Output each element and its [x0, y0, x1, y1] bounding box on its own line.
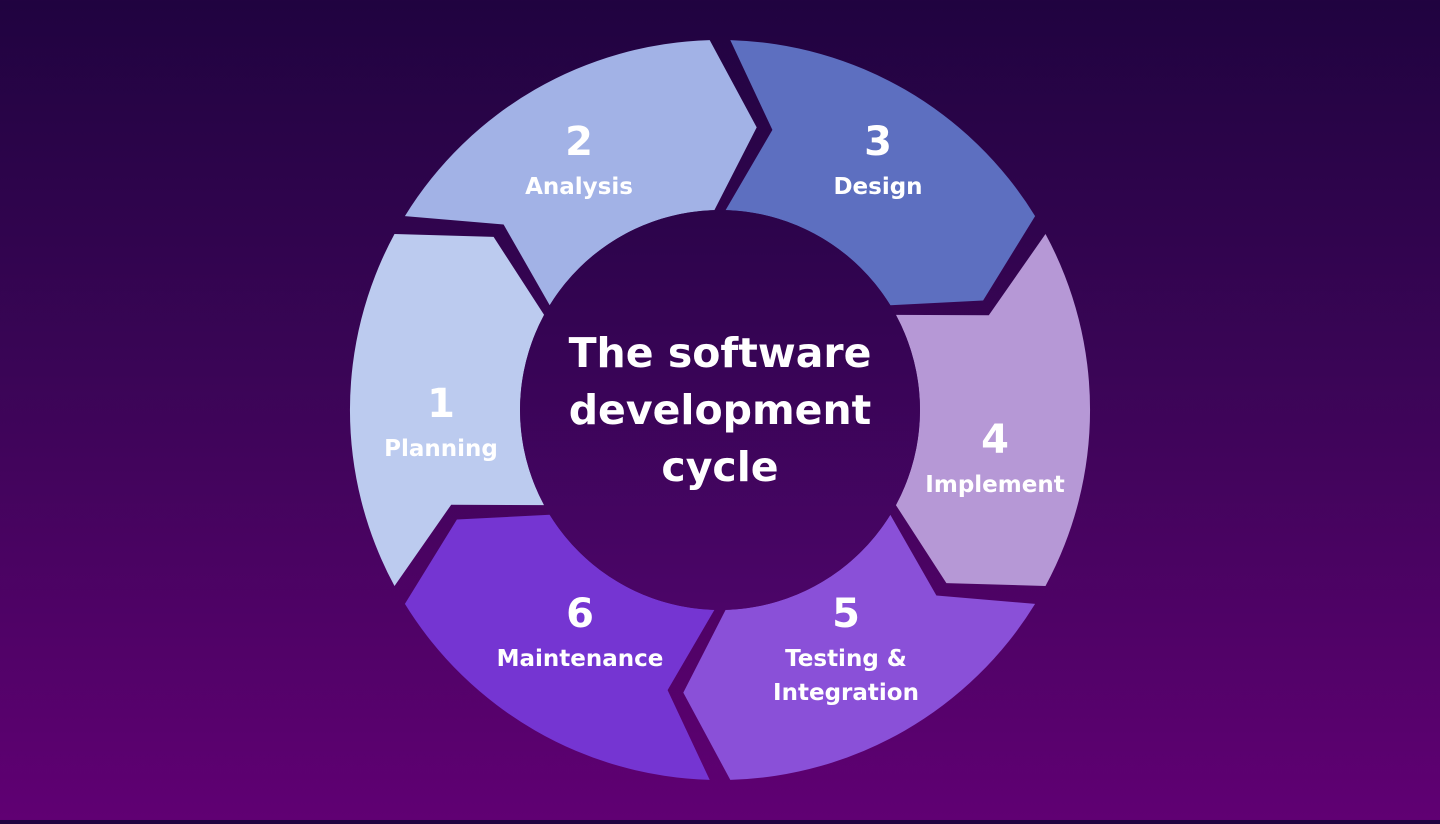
step-name: Implement [925, 472, 1065, 498]
step-name: Planning [384, 436, 498, 462]
segment-analysis: 2 Analysis [525, 120, 633, 204]
ring-segment-3 [725, 40, 1036, 306]
title-line-1: The software [568, 329, 872, 377]
step-number: 5 [832, 591, 860, 637]
ring-segment-1 [349, 234, 545, 586]
step-name: Testing & [785, 646, 907, 672]
ring-segment-6 [404, 514, 715, 780]
step-name-line-2: Integration [773, 680, 919, 706]
ring-segment-2 [404, 40, 757, 306]
step-number: 6 [566, 591, 594, 637]
segment-design: 3 Design [833, 120, 922, 204]
ring-segment-5 [683, 514, 1036, 780]
center-circle [520, 210, 920, 610]
step-number: 2 [565, 119, 593, 165]
segment-testing-integration: 5 Testing & Integration [773, 592, 919, 710]
title-line-2: development [568, 386, 872, 434]
step-number: 1 [427, 381, 455, 427]
segment-planning: 1 Planning [384, 382, 498, 466]
step-number: 3 [864, 119, 892, 165]
step-name: Maintenance [496, 646, 664, 672]
title-line-3: cycle [661, 443, 779, 491]
step-name: Analysis [525, 174, 633, 200]
segment-maintenance: 6 Maintenance [497, 592, 664, 676]
ring-segment-4 [895, 234, 1091, 586]
step-number: 4 [981, 417, 1009, 463]
segment-implement: 4 Implement [925, 418, 1064, 502]
step-name: Design [833, 174, 923, 200]
diagram-title: The software development cycle [540, 325, 900, 496]
